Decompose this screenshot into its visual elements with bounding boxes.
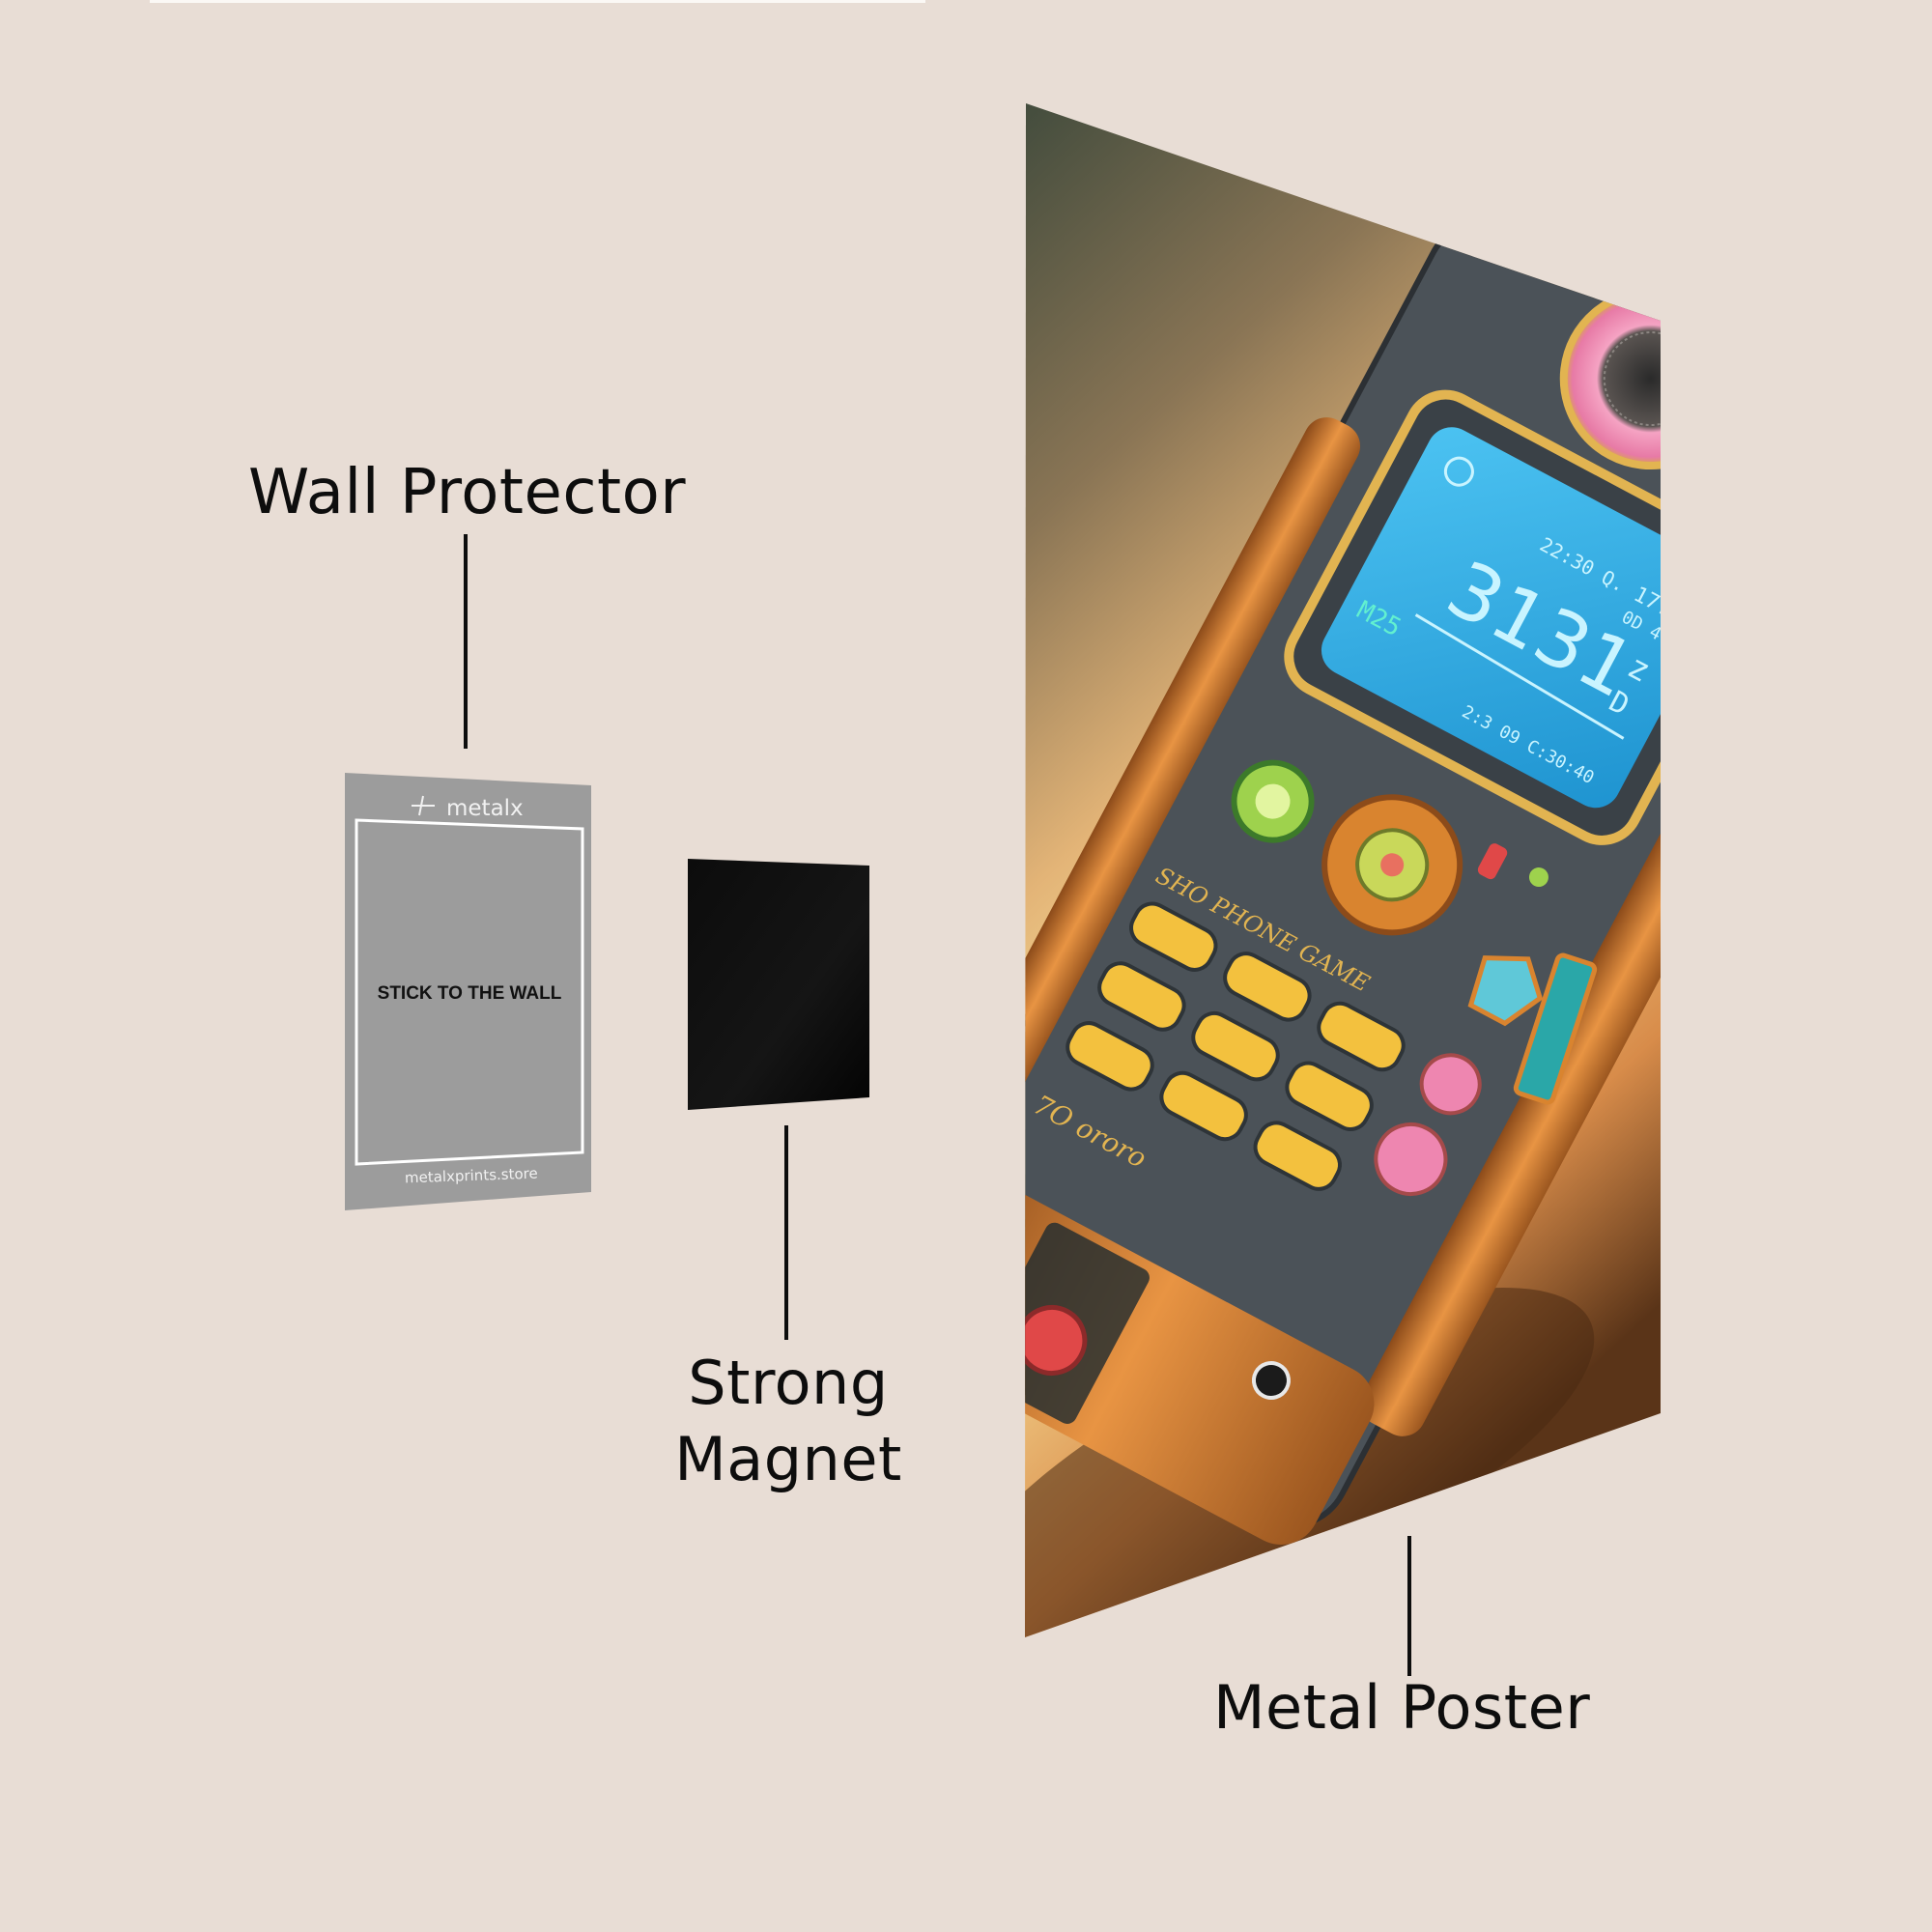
keypad [1065,901,1482,1196]
screen-power-icon [1443,456,1474,487]
wall-protector-label: Wall Protector [248,457,687,528]
stick-to-wall-text: STICK TO THE WALL [378,983,562,1004]
website-text: metalxprints.store [405,1165,538,1187]
poster-phone-illustration: 22:30 Q. 17:30E 0D 4:30 3131 z D M25 2:3… [1025,218,1661,1545]
phone-screen [1321,427,1661,809]
speaker-icon [1559,288,1661,470]
wall-protector-connector-line [464,534,468,749]
top-edge-strip [150,0,925,3]
red-button-icon [1025,1305,1088,1377]
magnet-connector-line [784,1125,788,1340]
gem-button-icon [1467,955,1544,1027]
metalx-logo-icon [412,795,435,816]
strong-magnet-label: Strong Magnet [674,1345,902,1497]
metal-poster-connector-line [1407,1536,1411,1676]
strong-magnet-label-line2: Magnet [674,1424,902,1494]
metal-poster-label: Metal Poster [1213,1672,1591,1743]
strong-magnet-label-line1: Strong [688,1348,889,1418]
brand-name: metalx [446,796,524,821]
